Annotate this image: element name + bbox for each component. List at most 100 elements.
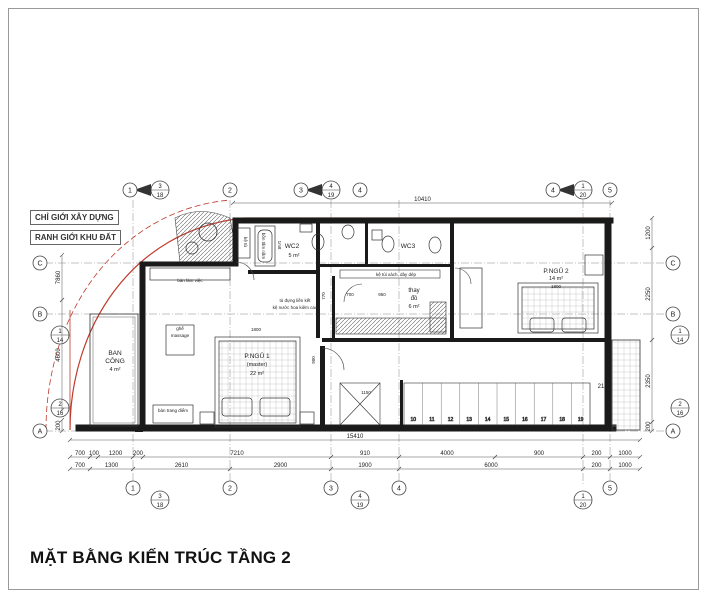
- dim-row2-0-tick: [67, 466, 73, 472]
- dim-row2-1-tick: [87, 466, 93, 472]
- drawing-frame: [8, 8, 699, 590]
- grid-bottom-grid-label: 5: [608, 486, 612, 493]
- dim-right-2: 2350: [646, 374, 652, 388]
- grid-bottom-grid-label: 4: [397, 486, 401, 493]
- dim-row2-4-tick: [328, 466, 334, 472]
- dim-row1-0: 700: [75, 451, 86, 457]
- dim-room-5: 770: [321, 292, 326, 300]
- dim-row1-5-tick: [328, 454, 334, 460]
- balcony-outline: [89, 313, 641, 431]
- dim-left-1-tick: [59, 407, 65, 413]
- dim-bottom-total-tick: [637, 437, 643, 443]
- room-change-name2: đồ: [411, 296, 418, 302]
- dim-row2-1: 1300: [105, 463, 119, 469]
- furniture-shower-label: bồn tắm nằm: [261, 233, 267, 260]
- dim-row2-3-tick: [227, 466, 233, 472]
- section-arrow: [557, 184, 574, 196]
- stair-step-label: 15: [504, 417, 510, 423]
- grid-bottom-section-top: 1: [581, 494, 585, 500]
- dim-row2-7-tick: [637, 466, 643, 472]
- page-title: MẶT BẰNG KIẾN TRÚC TẦNG 2: [30, 548, 291, 567]
- grid-right-section-bottom: 16: [677, 411, 684, 417]
- dim-room-3: 700: [346, 292, 354, 297]
- grid-top-grid-bubble: [602, 182, 618, 198]
- room-balcony-name: BAN: [108, 350, 122, 357]
- grid-top-grid-label: 4: [358, 188, 362, 195]
- dim-row2-5: 6000: [484, 463, 498, 469]
- dim-room-2: 900: [311, 356, 316, 364]
- dim-row1-3: 200: [133, 451, 144, 457]
- stair-step-label: 13: [466, 417, 472, 423]
- grid-bottom-grid-bubble: [602, 480, 618, 496]
- grid-bottom-grid-bubble: [125, 480, 141, 496]
- grid-top-grid-label: 5: [608, 188, 612, 195]
- dim-right-3: 200: [646, 421, 652, 432]
- dim-row2-7: 1000: [618, 463, 632, 469]
- interior-walls: [135, 218, 606, 432]
- grid-top-section-bottom: 19: [328, 193, 335, 199]
- dim-room-6: 1150: [361, 390, 371, 395]
- grid-bottom-section-bottom: 20: [580, 503, 587, 509]
- stair-step-label: 11: [429, 417, 434, 423]
- dim-left-0-tick: [59, 252, 65, 258]
- stair-step-label: 17: [541, 417, 547, 423]
- master-bed: [149, 267, 315, 428]
- furniture-massage-2: massage: [171, 333, 190, 338]
- room-master-sub: (master): [247, 362, 268, 368]
- wc2-fixtures: [237, 223, 325, 267]
- room-wc2-name: WC2: [285, 243, 300, 250]
- grid-left-grid-bubble: [32, 306, 48, 322]
- dim-row1-2-tick: [95, 454, 101, 460]
- dim-row1-1: 100: [89, 451, 100, 457]
- furniture-desk-label: bàn làm việc: [177, 278, 203, 283]
- grid-top-grid-bubble: [222, 182, 238, 198]
- dim-row2-6: 200: [591, 463, 602, 469]
- room-wc2-area: 5 m²: [289, 253, 300, 259]
- grid-left-grid-label: C: [37, 261, 42, 268]
- grid-bottom-section-bottom: 18: [157, 503, 164, 509]
- room-bed2-name: P.NGỦ 2: [543, 266, 569, 275]
- dim-row1-9: 1000: [618, 451, 632, 457]
- stair-number-21: 21: [598, 384, 605, 390]
- grid-top-section-top: 4: [329, 184, 333, 190]
- wc3-fixtures: [341, 224, 442, 254]
- dim-row1-4-tick: [140, 454, 146, 460]
- dim-top-total: 10410: [414, 197, 431, 203]
- room-master-area: 22 m²: [250, 371, 264, 377]
- grid-left-section-bottom: 14: [57, 338, 64, 344]
- grid-left-section-bottom: 16: [57, 411, 64, 417]
- dim-row1-6-tick: [396, 454, 402, 460]
- dim-row1-8-tick: [580, 454, 586, 460]
- grid-right-grid-bubble: [665, 423, 681, 439]
- dim-row2-5-tick: [396, 466, 402, 472]
- furniture-vanity-label: bàn trang điểm: [158, 407, 188, 413]
- dim-bottom-total-tick: [67, 437, 73, 443]
- dim-right-2-tick: [649, 337, 655, 343]
- dim-row2-2-tick: [130, 466, 136, 472]
- section-arrow: [134, 184, 151, 196]
- grid-right-grid-label: A: [671, 429, 676, 436]
- grid-right-grid-label: C: [670, 261, 675, 268]
- dim-row1-8: 200: [591, 451, 602, 457]
- callout-site-boundary: RANH GIỚI KHU ĐẤT: [30, 230, 122, 245]
- dim-row2-2: 2610: [175, 463, 189, 469]
- dim-room-4: 950: [378, 292, 386, 297]
- dim-right-3-tick: [649, 419, 655, 425]
- stair-step-label: 10: [411, 417, 417, 423]
- callout-build-line: CHỈ GIỚI XÂY DỰNG: [30, 210, 119, 225]
- stair-step-label: 12: [448, 417, 454, 423]
- grid-right-grid-bubble: [665, 306, 681, 322]
- furniture-wardrobe-note-1: tủ đựng liền kết: [279, 297, 311, 303]
- dim-row1-7-tick: [492, 454, 498, 460]
- grid-right-section-top: 2: [678, 402, 682, 408]
- furniture-ketu-label: kệ tủ: [243, 237, 249, 247]
- grid-right-section-bottom: 14: [677, 338, 684, 344]
- grid-bottom-grid-bubble: [323, 480, 339, 496]
- room-balcony-area: 4 m²: [110, 367, 121, 373]
- dim-row1-2: 1200: [109, 451, 123, 457]
- dim-row1-4: 7210: [230, 451, 244, 457]
- dim-row2-4: 1900: [358, 463, 372, 469]
- grid-left-grid-label: B: [38, 312, 43, 319]
